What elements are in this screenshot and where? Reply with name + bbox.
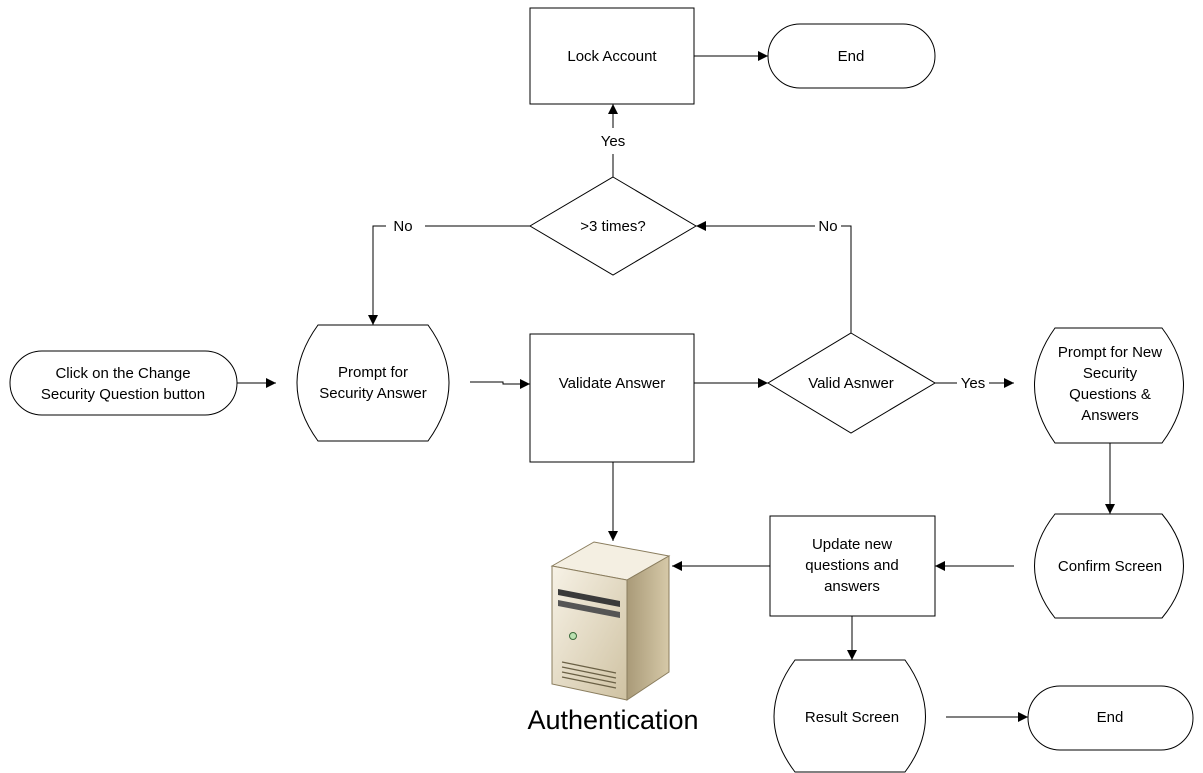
start-click-line-2: Security Question button xyxy=(41,386,205,403)
update-line-1: Update new xyxy=(812,536,892,553)
edge-prompt-to-validate xyxy=(470,379,530,389)
valid-answer-node: Valid Asnwer xyxy=(767,332,936,434)
three-times-no-label: No xyxy=(393,218,412,235)
end-top-node: End xyxy=(767,23,936,89)
validate-answer-node: Validate Answer xyxy=(529,333,695,463)
start-click-line-1: Click on the Change xyxy=(55,365,190,382)
edge-three-no-arrow xyxy=(368,225,386,325)
end-bottom-label: End xyxy=(1097,709,1124,726)
prompt-new-line-4: Answers xyxy=(1081,407,1139,424)
prompt-security-answer-node: Prompt for Security Answer xyxy=(296,324,450,442)
end-top-label: End xyxy=(838,48,865,65)
valid-no-label: No xyxy=(818,218,837,235)
prompt-answer-line-2: Security Answer xyxy=(319,385,427,402)
start-click-node: Click on the Change Security Question bu… xyxy=(9,350,238,416)
lock-account-node: Lock Account xyxy=(529,7,695,105)
prompt-new-line-2: Security xyxy=(1083,365,1138,382)
update-questions-node: Update new questions and answers xyxy=(769,515,936,617)
lock-account-label: Lock Account xyxy=(567,48,657,65)
three-times-node: >3 times? xyxy=(529,176,697,276)
validate-answer-label: Validate Answer xyxy=(559,375,665,392)
valid-yes-label: Yes xyxy=(961,375,985,392)
confirm-screen-label: Confirm Screen xyxy=(1058,558,1162,575)
end-bottom-node: End xyxy=(1027,685,1194,751)
confirm-screen-node: Confirm Screen xyxy=(1034,513,1184,619)
prompt-new-questions-node: Prompt for New Security Questions & Answ… xyxy=(1034,327,1184,444)
three-times-label: >3 times? xyxy=(580,218,645,235)
three-times-yes-label: Yes xyxy=(601,133,625,150)
authentication-label: Authentication xyxy=(527,705,698,735)
prompt-answer-line-1: Prompt for xyxy=(338,364,408,381)
update-line-2: questions and xyxy=(805,557,898,574)
valid-answer-label: Valid Asnwer xyxy=(808,375,894,392)
server-icon xyxy=(550,541,671,701)
update-line-3: answers xyxy=(824,578,880,595)
result-screen-node: Result Screen xyxy=(773,659,926,773)
prompt-new-line-3: Questions & xyxy=(1069,386,1151,403)
edge-valid-no xyxy=(841,225,852,333)
result-screen-label: Result Screen xyxy=(805,709,899,726)
prompt-new-line-1: Prompt for New xyxy=(1058,344,1162,361)
